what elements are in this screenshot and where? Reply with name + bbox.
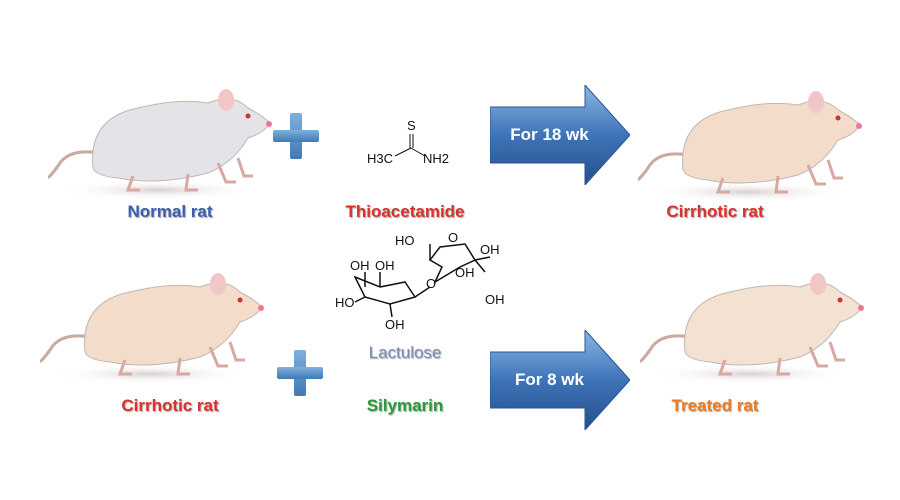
cirrhotic-rat-label-bottom: Cirrhotic rat bbox=[121, 396, 219, 415]
silymarin-label: Silymarin bbox=[366, 396, 444, 415]
thioacetamide-label: Thioacetamide bbox=[345, 202, 465, 221]
cirrhotic-rat-image-bottom bbox=[40, 271, 266, 386]
svg-text:OH: OH bbox=[455, 265, 475, 280]
svg-text:OH: OH bbox=[485, 292, 505, 307]
cirrhotic-rat-image bbox=[638, 89, 864, 204]
right-arrow-icon bbox=[489, 328, 631, 432]
lactulose-structure: OH OH HO OH O HO O OH OH OH bbox=[335, 232, 505, 332]
arrow-duration-label: For 18 wk bbox=[510, 125, 589, 144]
lactulose-label: Lactulose bbox=[368, 343, 442, 362]
svg-text:NH2: NH2 bbox=[423, 151, 449, 166]
svg-text:OH: OH bbox=[385, 317, 405, 332]
plus-icon bbox=[273, 113, 319, 159]
treated-rat-label: Treated rat bbox=[671, 396, 759, 415]
arrow-8-weeks: For 8 wk bbox=[489, 328, 631, 432]
treated-rat-image bbox=[640, 271, 866, 386]
svg-text:H3C: H3C bbox=[367, 151, 393, 166]
plus-icon bbox=[277, 350, 323, 396]
svg-text:HO: HO bbox=[335, 295, 355, 310]
normal-rat-image bbox=[48, 87, 274, 202]
svg-text:HO: HO bbox=[395, 233, 415, 248]
arrow-duration-label: For 8 wk bbox=[515, 370, 584, 389]
normal-rat-label: Normal rat bbox=[127, 202, 213, 221]
cirrhotic-rat-label: Cirrhotic rat bbox=[666, 202, 764, 221]
svg-text:OH: OH bbox=[350, 258, 370, 273]
svg-text:OH: OH bbox=[480, 242, 500, 257]
right-arrow-icon bbox=[489, 83, 631, 187]
svg-text:O: O bbox=[448, 232, 458, 245]
thioacetamide-structure: S H3C NH2 bbox=[367, 118, 449, 166]
svg-text:O: O bbox=[426, 276, 436, 291]
svg-text:OH: OH bbox=[375, 258, 395, 273]
svg-text:S: S bbox=[407, 118, 416, 133]
arrow-18-weeks: For 18 wk bbox=[489, 83, 631, 187]
